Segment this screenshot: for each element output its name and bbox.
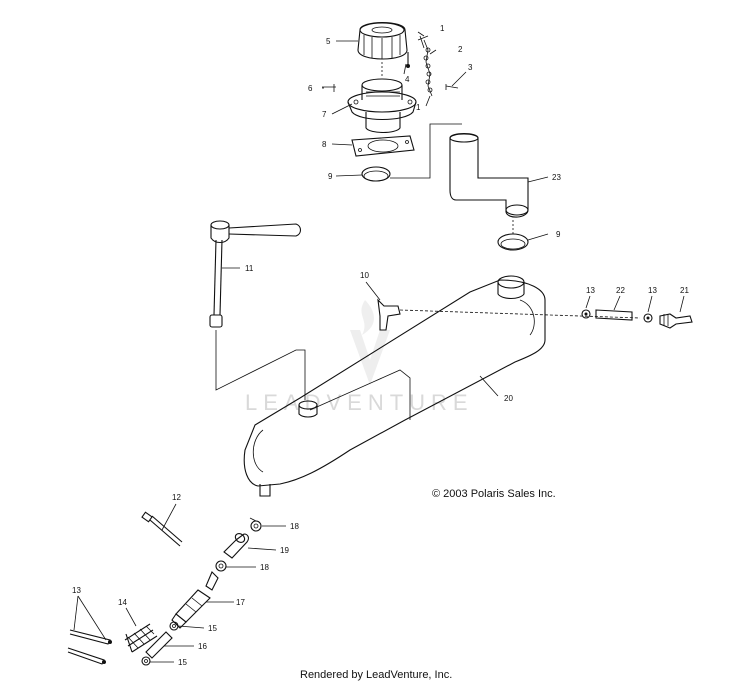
callout-13-lower: 13 [72,586,81,595]
part-14-spring[interactable] [124,623,158,653]
callout-1-upper: 1 [440,24,445,33]
callout-15-lower: 15 [178,658,187,667]
callout-18-upper: 18 [290,522,299,531]
part-7-filler-neck[interactable] [347,78,417,134]
callout-4: 4 [405,75,410,84]
part-15-clamp-upper[interactable] [169,621,179,631]
footer-credit: Rendered by LeadVenture, Inc. [300,669,452,681]
callout-13-right-a: 13 [586,286,595,295]
part-3-rivet[interactable] [445,84,459,90]
part-1-rivet-upper[interactable] [417,35,429,49]
callout-1-lower: 1 [416,103,421,112]
part-13-clamp-right-a[interactable] [581,309,591,319]
callout-9-upper: 9 [328,172,333,181]
part-13-cable-ties[interactable] [67,629,112,665]
callout-leaders [73,31,685,663]
hose-leader [390,123,462,179]
watermark-logo [350,300,390,385]
copyright-notice: © 2003 Polaris Sales Inc. [432,488,556,500]
callout-7: 7 [322,110,327,119]
callout-8: 8 [322,140,327,149]
part-15-clamp-lower[interactable] [141,656,151,666]
part-16-hose[interactable] [145,631,173,659]
callout-13-right-b: 13 [648,286,657,295]
callout-21: 21 [680,286,689,295]
part-5-fuel-cap[interactable] [357,22,408,60]
callout-10: 10 [360,271,369,280]
part-20-fuel-tank[interactable] [243,275,546,497]
part-21-check-valve[interactable] [659,313,693,329]
callout-16: 16 [198,642,207,651]
part-19-fuel-hose[interactable] [223,532,249,559]
part-6-fitting[interactable] [322,84,336,92]
callout-6: 6 [308,84,313,93]
part-22-vent-hose[interactable] [595,309,633,321]
part-2-tether-chain[interactable] [423,39,433,97]
callout-20: 20 [504,394,513,403]
part-12-bolt[interactable] [141,511,183,547]
part-18-clamp-lower[interactable] [215,560,227,572]
part-9-clamp-lower[interactable] [497,233,529,251]
part-9-clamp-upper[interactable] [361,166,391,182]
part-4-screw[interactable] [406,52,410,68]
part-23-filler-hose[interactable] [449,132,529,218]
callout-15-upper: 15 [208,624,217,633]
part-10-elbow-fitting[interactable] [377,298,641,331]
callout-22: 22 [616,286,625,295]
callout-12: 12 [172,493,181,502]
callout-9-lower: 9 [556,230,561,239]
part-8-gasket[interactable] [351,135,415,157]
callout-11: 11 [245,264,254,273]
part-11-fuel-gauge[interactable] [209,220,302,328]
part-13-clamp-right-b[interactable] [643,313,653,323]
part-17-fuel-filter[interactable] [171,571,219,629]
gauge-leader [215,330,306,400]
watermark-text: LEADVENTURE [245,390,474,415]
callout-2: 2 [458,45,463,54]
callout-5: 5 [326,37,331,46]
part-18-clamp-upper[interactable] [249,517,262,532]
callout-17: 17 [236,598,245,607]
callout-3: 3 [468,63,473,72]
callout-18-lower: 18 [260,563,269,572]
callout-14: 14 [118,598,127,607]
callout-23: 23 [552,173,561,182]
callout-19: 19 [280,546,289,555]
